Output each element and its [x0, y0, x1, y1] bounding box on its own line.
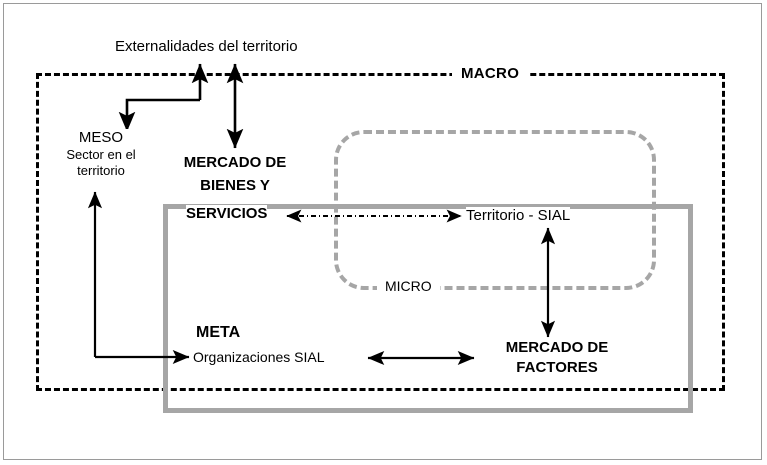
macro-label: MACRO — [452, 64, 529, 85]
mercado-bienes-line2: BIENES Y — [200, 176, 270, 194]
micro-label: MICRO — [377, 277, 440, 297]
macro-boundary-box — [36, 73, 725, 391]
mercado-bienes-line1: MERCADO DE — [183, 154, 287, 171]
meta-title: META — [196, 323, 241, 343]
sial-system-box — [163, 204, 693, 413]
mercado-factores-node: MERCADO DE FACTORES — [483, 338, 631, 378]
meso-subtitle-line1: Sector en el — [66, 147, 136, 163]
externalidades-label: Externalidades del territorio — [115, 38, 298, 57]
organizaciones-sial-label: Organizaciones SIAL — [193, 349, 325, 367]
territorio-sial-label: Territorio - SIAL — [466, 207, 571, 226]
meso-subtitle-line2: territorio — [77, 163, 125, 179]
meso-title: MESO — [78, 129, 124, 146]
page-border — [3, 3, 762, 460]
mercado-bienes-node: MERCADO DE BIENES Y — [171, 152, 299, 197]
mercado-factores-line1: MERCADO DE — [505, 339, 609, 356]
mercado-factores-line2: FACTORES — [516, 358, 598, 376]
meso-node: MESO Sector en el territorio — [56, 129, 146, 180]
servicios-label: SERVICIOS — [186, 205, 268, 224]
